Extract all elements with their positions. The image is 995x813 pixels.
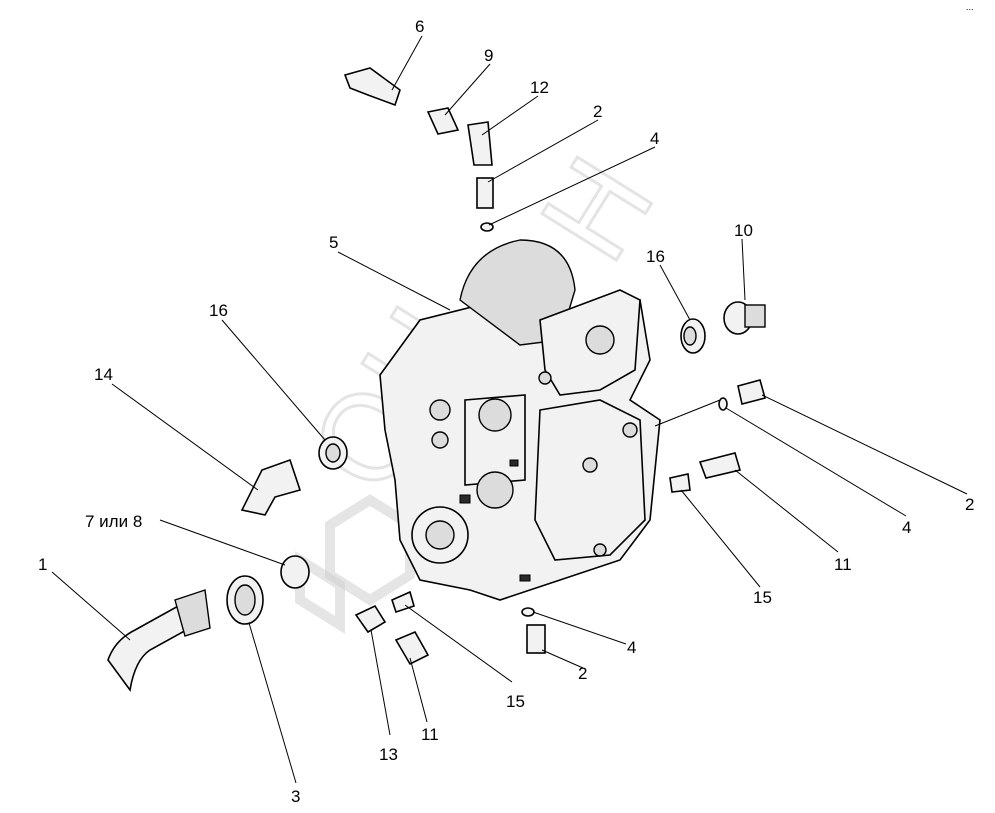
callout-16-left: 16 — [209, 301, 228, 320]
part-6-sensor — [343, 67, 401, 107]
callout-11-bottom: 11 — [421, 725, 439, 744]
callout-16-right: 16 — [646, 247, 665, 266]
part-16-right-adapter — [680, 318, 706, 354]
callout-14: 14 — [94, 365, 113, 384]
part-11-right-fitting — [698, 452, 742, 479]
part-15-right-fitting — [669, 473, 691, 493]
callout-3: 3 — [291, 787, 300, 806]
pump-housing — [379, 239, 661, 601]
callout-4-bottom: 4 — [627, 638, 636, 657]
callout-15-bottom: 15 — [506, 692, 525, 711]
part-4-bottom-washer — [521, 607, 535, 617]
part-2-top-fitting — [476, 177, 494, 209]
part-4-right-washer — [718, 397, 728, 411]
callout-2-top: 2 — [593, 102, 602, 121]
callout-10: 10 — [734, 221, 753, 240]
part-7-8-ring — [280, 555, 310, 589]
callout-2-bottom: 2 — [578, 664, 587, 683]
part-13-elbow — [354, 604, 387, 634]
leader-lines — [51, 35, 968, 784]
callout-4-top: 4 — [650, 129, 659, 148]
part-2-right-fitting — [737, 379, 766, 405]
callout-15-right: 15 — [753, 588, 772, 607]
callout-1: 1 — [38, 555, 47, 574]
callout-9: 9 — [484, 46, 493, 65]
part-1-elbow-hose — [107, 589, 211, 693]
callout-5: 5 — [329, 233, 338, 252]
callout-12: 12 — [530, 78, 549, 97]
callout-2-right: 2 — [965, 495, 974, 514]
part-11-bottom-fitting — [394, 630, 430, 666]
callout-13: 13 — [379, 745, 398, 764]
corner-mark: ... — [966, 2, 974, 12]
part-12-tee — [467, 121, 493, 166]
callout-6: 6 — [415, 17, 424, 36]
part-16-left-adapter — [318, 436, 348, 470]
part-9-union — [426, 107, 460, 135]
part-10-fitting — [723, 301, 766, 335]
part-14-elbow — [240, 458, 302, 516]
callout-4-right: 4 — [902, 518, 911, 537]
callout-11-right: 11 — [834, 555, 852, 574]
part-2-bottom-fitting — [526, 624, 546, 654]
part-3-nut — [226, 575, 264, 625]
callout-7-or-8: 7 или 8 — [85, 512, 142, 531]
